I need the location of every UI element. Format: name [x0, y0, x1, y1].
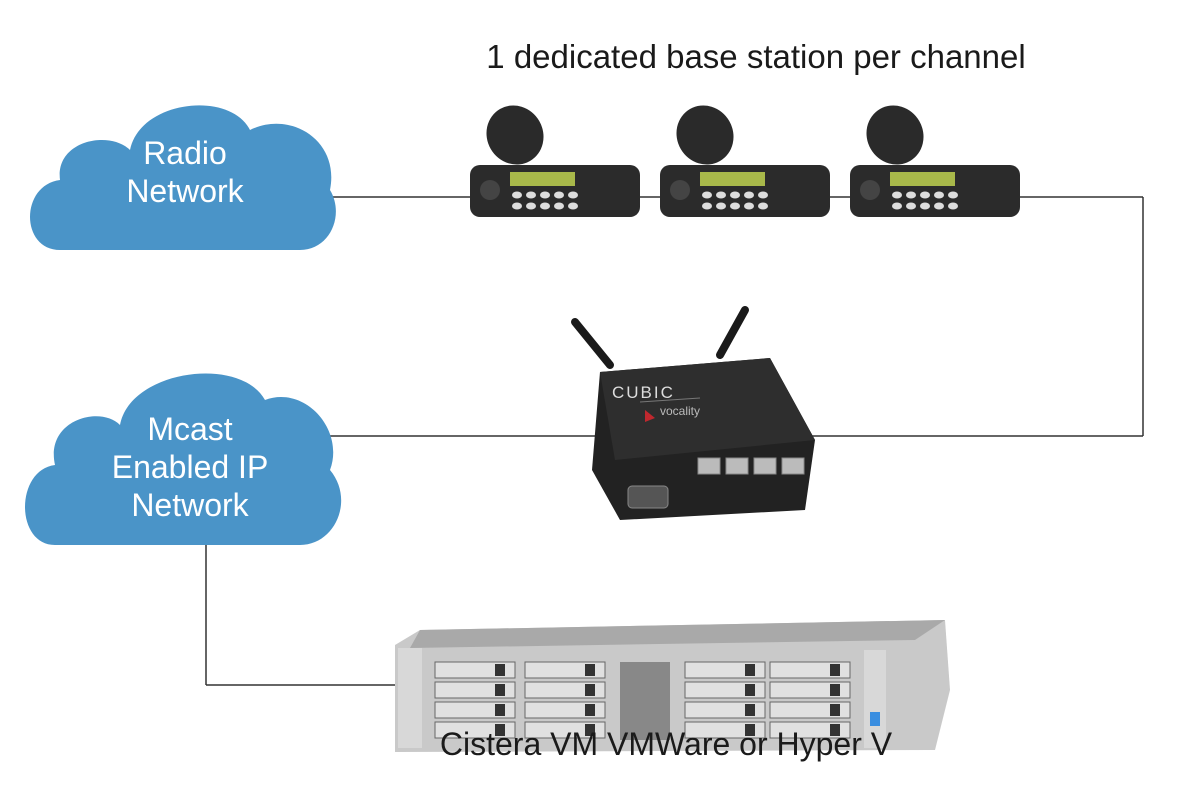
base-station-radio — [470, 105, 640, 217]
radio-knob — [480, 180, 500, 200]
radio-key — [702, 191, 712, 199]
radio-key — [948, 191, 958, 199]
cloud-label-line: Enabled IP — [111, 449, 269, 485]
drive-bay-latch — [745, 724, 755, 736]
rack-server — [395, 620, 950, 752]
drive-bay-latch — [830, 724, 840, 736]
radio-key — [948, 202, 958, 210]
drive-bay-latch — [745, 664, 755, 676]
radio-key — [568, 202, 578, 210]
radio-key — [512, 202, 522, 210]
radio-display — [890, 172, 955, 186]
drive-bay-latch — [830, 704, 840, 716]
drive-bay-latch — [495, 724, 505, 736]
ethernet-port — [781, 457, 805, 475]
radio-display — [700, 172, 765, 186]
drive-bay-latch — [830, 684, 840, 696]
gateway-sub-brand: vocality — [660, 404, 701, 418]
radio-key — [730, 202, 740, 210]
radio-key — [892, 191, 902, 199]
microphone-icon — [866, 105, 924, 165]
cloud-label-line: Network — [131, 487, 249, 523]
vent-grille — [620, 662, 670, 740]
drive-bay-latch — [745, 684, 755, 696]
radio-key — [526, 202, 536, 210]
radio-key — [758, 191, 768, 199]
microphone-icon — [486, 105, 544, 165]
cloud-label-mcast-network: Mcast Enabled IP Network — [70, 410, 310, 524]
cloud-mcast-network — [25, 373, 342, 545]
gateway-brand: CUBIC — [612, 383, 675, 402]
base-station-radio — [850, 105, 1020, 217]
radio-key — [934, 191, 944, 199]
server-caption: Cistera VM VMWare or Hyper V — [439, 726, 893, 762]
drive-bay-latch — [495, 684, 505, 696]
drive-bay-latch — [585, 664, 595, 676]
cloud-label-radio-network: Radio Network — [70, 134, 300, 210]
radio-key — [758, 202, 768, 210]
radio-key — [540, 191, 550, 199]
radio-key — [716, 191, 726, 199]
rack-ear-right — [864, 650, 886, 748]
radio-key — [554, 202, 564, 210]
drive-bay-latch — [745, 704, 755, 716]
power-button-icon — [870, 712, 880, 726]
radio-key — [540, 202, 550, 210]
ethernet-port — [697, 457, 721, 475]
radio-key — [892, 202, 902, 210]
cloud-radio-network — [30, 105, 336, 250]
cloud-label-line: Network — [126, 173, 244, 209]
radio-key — [920, 191, 930, 199]
radio-key — [554, 191, 564, 199]
serial-port — [627, 485, 669, 509]
radio-knob — [670, 180, 690, 200]
antenna-right — [716, 306, 749, 359]
base-station-radio — [660, 105, 830, 217]
drive-bay-latch — [585, 684, 595, 696]
cloud-label-line: Mcast — [147, 411, 233, 447]
radio-key — [716, 202, 726, 210]
cubic-vocality-gateway — [571, 306, 815, 520]
radio-key — [526, 191, 536, 199]
radio-key — [568, 191, 578, 199]
radio-knob — [860, 180, 880, 200]
rack-ear-left — [398, 648, 422, 748]
drive-bay-latch — [495, 664, 505, 676]
diagram-title: 1 dedicated base station per channel — [486, 38, 1026, 75]
radio-key — [906, 202, 916, 210]
vocality-logo-icon — [645, 410, 655, 422]
radio-key — [730, 191, 740, 199]
cloud-label-line: Radio — [143, 135, 227, 171]
radio-key — [744, 191, 754, 199]
radio-key — [744, 202, 754, 210]
radio-key — [906, 191, 916, 199]
ethernet-port — [725, 457, 749, 475]
radio-key — [920, 202, 930, 210]
drive-bay-latch — [495, 704, 505, 716]
radio-key — [934, 202, 944, 210]
radio-key — [702, 202, 712, 210]
drive-bay-latch — [585, 704, 595, 716]
radio-display — [510, 172, 575, 186]
ethernet-port — [753, 457, 777, 475]
drive-bay-latch — [830, 664, 840, 676]
radio-key — [512, 191, 522, 199]
drive-bay-latch — [585, 724, 595, 736]
antenna-left — [571, 318, 614, 369]
microphone-icon — [676, 105, 734, 165]
